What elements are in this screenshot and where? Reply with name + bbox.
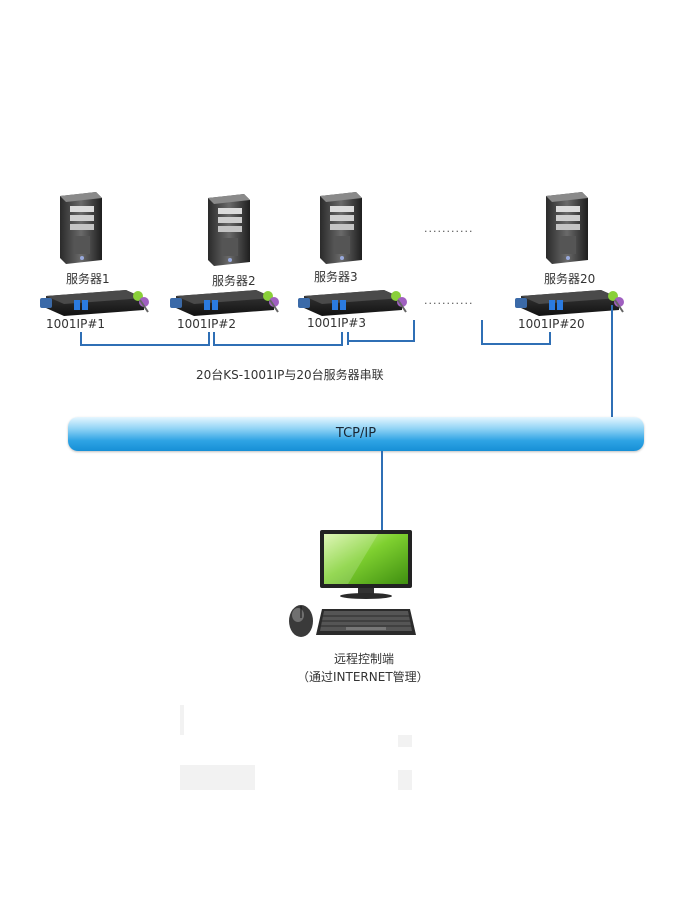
server-icon <box>200 194 252 266</box>
server-label-1: 服务器1 <box>66 272 110 286</box>
remote-label: 远程控制端 <box>334 652 395 666</box>
chain-wire <box>481 320 483 345</box>
watermark-artifact <box>398 770 412 790</box>
chain-wire <box>80 344 210 346</box>
server-label-2: 服务器2 <box>212 274 256 288</box>
monitor-icon <box>320 530 412 599</box>
chain-wire <box>549 332 551 345</box>
chain-wire <box>347 332 349 345</box>
chain-wire <box>413 320 415 342</box>
chain-caption: 20台KS-1001IP与20台服务器串联 <box>196 368 384 382</box>
network-label: TCP/IP <box>335 426 377 441</box>
server-label-20: 服务器20 <box>544 272 596 286</box>
watermark-artifact <box>180 765 255 790</box>
chain-wire <box>213 332 215 345</box>
kvm-device-icon <box>298 286 408 316</box>
uplink-wire <box>611 305 613 418</box>
mouse-icon <box>289 605 313 637</box>
server-icon <box>312 192 364 264</box>
keyboard-icon <box>316 609 416 635</box>
remote-sublabel: （通过INTERNET管理） <box>297 670 429 684</box>
kvm-device-icon <box>515 286 625 316</box>
chain-wire <box>213 344 343 346</box>
chain-wire <box>347 340 415 342</box>
server-icon <box>52 192 104 264</box>
watermark-artifact <box>398 735 412 747</box>
chain-wire <box>80 332 82 345</box>
tcpip-network-bar: TCP/IP <box>68 417 644 451</box>
chain-wire <box>341 332 343 345</box>
server-label-3: 服务器3 <box>314 270 358 284</box>
kvm-device-icon <box>170 286 280 316</box>
kvm-device-icon <box>40 286 150 316</box>
kvm-label-1: 1001IP#1 <box>46 317 106 331</box>
ellipsis-kvms: ........... <box>424 294 474 307</box>
kvm-label-3: 1001IP#3 <box>307 316 367 330</box>
chain-wire <box>481 343 551 345</box>
ellipsis-servers: ........... <box>424 222 474 235</box>
remote-link-wire <box>381 451 383 533</box>
server-icon <box>538 192 590 264</box>
chain-wire <box>208 332 210 345</box>
watermark-artifact <box>180 705 184 735</box>
kvm-label-20: 1001IP#20 <box>518 317 585 331</box>
kvm-label-2: 1001IP#2 <box>177 317 237 331</box>
